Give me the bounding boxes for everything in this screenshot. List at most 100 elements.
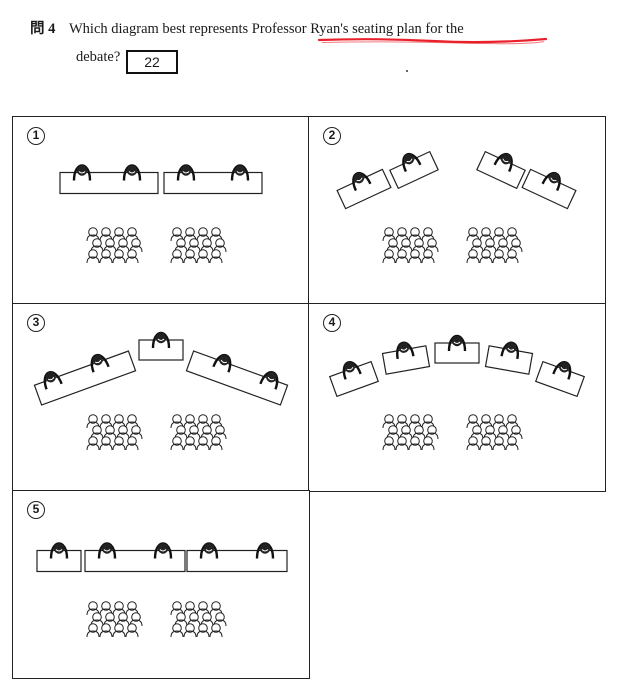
- diagram-5: [36, 542, 288, 638]
- audience-member: [395, 436, 409, 451]
- question-highlight: Professor Ryan's seating plan: [251, 21, 422, 37]
- option-label-2: 2: [323, 127, 341, 145]
- speaker-figure: [352, 171, 372, 192]
- audience-member: [170, 414, 184, 429]
- audience-member: [492, 414, 506, 429]
- question-text-end: for the: [425, 21, 464, 37]
- audience-member: [196, 414, 210, 429]
- diagram-2: [336, 150, 577, 264]
- speaker-figure: [402, 152, 422, 173]
- audience-member: [116, 425, 130, 440]
- audience-member: [386, 425, 400, 440]
- audience-member: [112, 436, 126, 451]
- audience-member: [395, 414, 409, 429]
- audience-member: [382, 414, 396, 429]
- audience-member: [170, 436, 184, 451]
- audience-member: [125, 414, 139, 429]
- tables-group-2: [336, 150, 577, 210]
- audience-member: [479, 249, 493, 264]
- audience-member: [209, 227, 223, 242]
- tables-group-4: [328, 334, 586, 398]
- debate-table: [389, 150, 439, 190]
- diagram-3: [33, 331, 289, 451]
- option-panel-2[interactable]: 2: [308, 116, 606, 305]
- tables-group-5: [36, 542, 288, 573]
- speaker-figure: [493, 152, 513, 173]
- audience-member: [129, 238, 143, 253]
- audience-member: [412, 425, 426, 440]
- speaker-figure: [97, 542, 117, 559]
- audience-member: [421, 249, 435, 264]
- speaker-figure: [176, 164, 196, 181]
- option-panel-5[interactable]: 5: [12, 490, 310, 679]
- audience-member: [466, 436, 480, 451]
- answer-box[interactable]: 22: [126, 50, 178, 74]
- debate-table: [186, 542, 288, 573]
- speaker-figure: [230, 164, 250, 181]
- audience-member: [125, 623, 139, 638]
- debate-table: [328, 360, 380, 398]
- debate-table: [185, 350, 289, 406]
- audience-member: [408, 436, 422, 451]
- speaker-figure: [43, 371, 63, 390]
- debate-table: [163, 164, 263, 195]
- option-panel-1[interactable]: 1: [12, 116, 310, 305]
- option-panel-3[interactable]: 3: [12, 303, 310, 492]
- audience-member: [466, 414, 480, 429]
- audience-member: [209, 414, 223, 429]
- audience-member: [496, 238, 510, 253]
- speaker-figure: [49, 542, 69, 559]
- audience-member: [483, 425, 497, 440]
- audience-member: [505, 249, 519, 264]
- audience-member: [479, 227, 493, 242]
- audience-member: [103, 612, 117, 627]
- option-panel-4[interactable]: 4: [308, 303, 606, 492]
- audience-member: [86, 436, 100, 451]
- debate-table: [59, 164, 159, 195]
- audience-member: [492, 436, 506, 451]
- audience-member: [209, 436, 223, 451]
- audience-member: [170, 601, 184, 616]
- audience-member: [90, 238, 104, 253]
- debate-table: [534, 360, 586, 398]
- audience-member: [196, 227, 210, 242]
- audience-member: [200, 612, 214, 627]
- speaker-figure: [255, 542, 275, 559]
- audience-member: [183, 249, 197, 264]
- audience-member: [187, 425, 201, 440]
- speaker-figure: [396, 341, 415, 360]
- audience-member: [196, 623, 210, 638]
- speaker-figure: [552, 361, 572, 380]
- audience-member: [492, 227, 506, 242]
- audience-member: [86, 249, 100, 264]
- audience-member: [395, 249, 409, 264]
- audience-member: [125, 601, 139, 616]
- speaker-figure: [153, 542, 173, 559]
- audience-member: [86, 227, 100, 242]
- audience-member: [200, 425, 214, 440]
- audience-member: [209, 601, 223, 616]
- audience-member: [125, 249, 139, 264]
- audience-member: [483, 238, 497, 253]
- audience-member: [408, 414, 422, 429]
- audience-member: [116, 612, 130, 627]
- audience-member: [129, 425, 143, 440]
- audience-member: [382, 249, 396, 264]
- diagram-4: [328, 334, 586, 451]
- audience-member: [125, 436, 139, 451]
- speaker-figure: [342, 361, 362, 380]
- audience-member: [170, 249, 184, 264]
- audience-member: [412, 238, 426, 253]
- option-label-1: 1: [27, 127, 45, 145]
- audience-member: [213, 238, 227, 253]
- audience-member: [112, 414, 126, 429]
- audience-member: [496, 425, 510, 440]
- audience-member: [99, 227, 113, 242]
- audience-member: [470, 425, 484, 440]
- speaker-figure: [72, 164, 92, 181]
- audience-group-2: [382, 227, 523, 264]
- audience-member: [112, 227, 126, 242]
- debate-table: [84, 542, 186, 573]
- debate-table: [521, 168, 577, 210]
- diagram-1: [59, 164, 263, 264]
